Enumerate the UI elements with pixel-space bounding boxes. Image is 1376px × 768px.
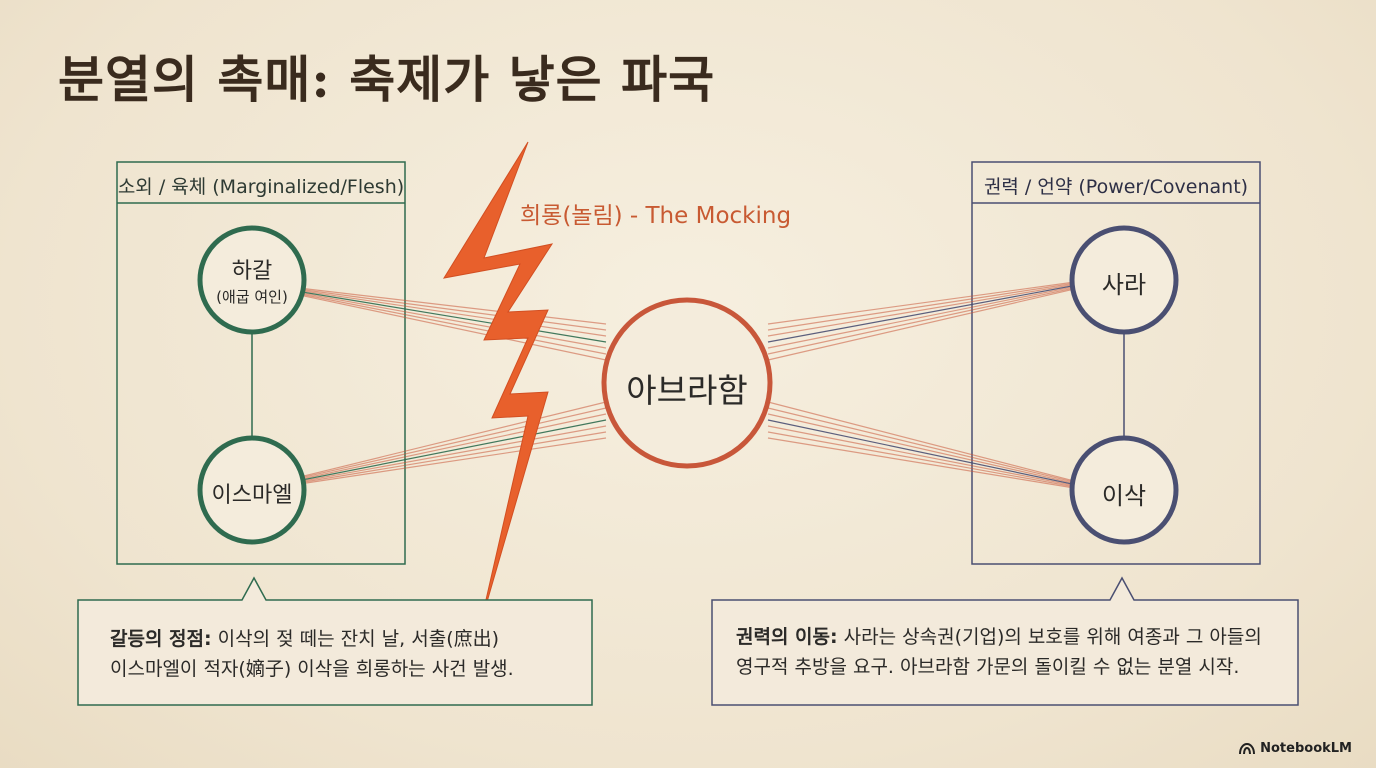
right-callout-frame — [711, 576, 1299, 706]
right-panel-frame — [971, 161, 1261, 565]
mocking-label: 희롱(놀림) - The Mocking — [520, 203, 792, 229]
fan-isaac-abraham-line — [767, 431, 1073, 487]
left-panel-frame — [116, 161, 406, 565]
fan-hagar-abraham-line — [301, 295, 607, 361]
left-panel-label: 소외 / 육체 (Marginalized/Flesh) — [117, 176, 405, 198]
fan-isaac-abraham-line — [767, 413, 1073, 484]
fan-sarah-abraham-line — [767, 286, 1073, 349]
right-callout-line1-text: 사라는 상속권(기업)의 보호를 위해 여종과 그 아들의 — [843, 626, 1262, 648]
left-callout-text: 갈등의 정점: 이삭의 젖 떼는 잔치 날, 서출(庶出) 이스마엘이 적자(嫡… — [110, 624, 514, 684]
footer-brand-text: NotebookLM — [1260, 741, 1352, 756]
left-callout-box — [77, 576, 593, 706]
fan-isaac-abraham-line — [767, 407, 1073, 483]
right-callout-text: 권력의 이동: 사라는 상속권(기업)의 보호를 위해 여종과 그 아들의 영구… — [736, 622, 1262, 682]
node-abraham-label: 아브라함 — [626, 371, 748, 410]
fan-sarah-abraham-line — [767, 283, 1073, 331]
node-abraham — [601, 297, 773, 469]
hagar-name: 하갈 — [231, 259, 273, 284]
fan-sarah-abraham-line — [767, 284, 1073, 337]
node-ishmael-label: 이스마엘 — [211, 483, 293, 508]
fan-hagar-abraham-line — [301, 290, 607, 337]
fan-isaac-abraham-line — [767, 437, 1073, 489]
node-hagar-label: 하갈 (애굽 여인) — [192, 253, 312, 307]
fan-sarah-abraham-line — [767, 281, 1073, 325]
notebooklm-logo-icon — [1239, 742, 1256, 754]
fan-hagar-abraham-line — [301, 287, 607, 325]
node-sarah — [1069, 225, 1179, 335]
fan-ishmael-abraham-line — [301, 401, 607, 477]
left-callout-line2: 이스마엘이 적자(嫡子) 이삭을 희롱하는 사건 발생. — [110, 658, 514, 680]
right-panel-label: 권력 / 언약 (Power/Covenant) — [983, 176, 1249, 198]
right-callout-heading: 권력의 이동: — [736, 626, 838, 648]
fan-ishmael-abraham-line — [301, 419, 607, 481]
fan-sarah-abraham-line — [767, 285, 1073, 343]
fan-hagar-abraham-line — [301, 293, 607, 355]
fan-isaac-abraham-line — [767, 419, 1073, 485]
right-callout-line1: 권력의 이동: 사라는 상속권(기업)의 보호를 위해 여종과 그 아들의 — [736, 622, 1262, 652]
fan-ishmael-abraham-line — [301, 413, 607, 480]
fan-ishmael-abraham-line — [301, 437, 607, 485]
left-callout-line1-text: 이삭의 젖 떼는 잔치 날, 서출(庶出) — [217, 628, 500, 650]
node-isaac-label: 이삭 — [1101, 482, 1147, 510]
fan-hagar-abraham-line — [301, 291, 607, 343]
right-callout-box — [711, 576, 1299, 706]
page-title: 분열의 촉매: 축제가 낳은 파국 — [58, 50, 716, 109]
node-ishmael — [197, 435, 307, 545]
node-isaac — [1069, 435, 1179, 545]
fan-isaac-abraham-line — [767, 401, 1073, 481]
fan-hagar-abraham-line — [301, 292, 607, 349]
fan-ishmael-abraham-line — [301, 431, 607, 483]
left-callout-line1: 갈등의 정점: 이삭의 젖 떼는 잔치 날, 서출(庶出) — [110, 624, 514, 654]
fan-ishmael-abraham-line — [301, 425, 607, 482]
fan-sarah-abraham-line — [767, 287, 1073, 355]
right-panel — [971, 161, 1261, 565]
left-callout-frame — [77, 576, 593, 706]
right-callout-line2: 영구적 추방을 요구. 아브라함 가문의 돌이킬 수 없는 분열 시작. — [736, 656, 1240, 678]
fan-sarah-abraham-line — [767, 289, 1073, 361]
fan-hagar-abraham-line — [301, 289, 607, 331]
footer-brand: NotebookLM — [1239, 741, 1352, 756]
node-hagar — [197, 225, 307, 335]
hagar-subtitle: (애굽 여인) — [216, 288, 288, 306]
connection-lines — [301, 281, 1073, 489]
left-panel — [116, 161, 406, 565]
fan-isaac-abraham-line — [767, 425, 1073, 486]
fan-ishmael-abraham-line — [301, 407, 607, 479]
node-sarah-label: 사라 — [1101, 271, 1147, 299]
left-callout-heading: 갈등의 정점: — [110, 628, 212, 650]
